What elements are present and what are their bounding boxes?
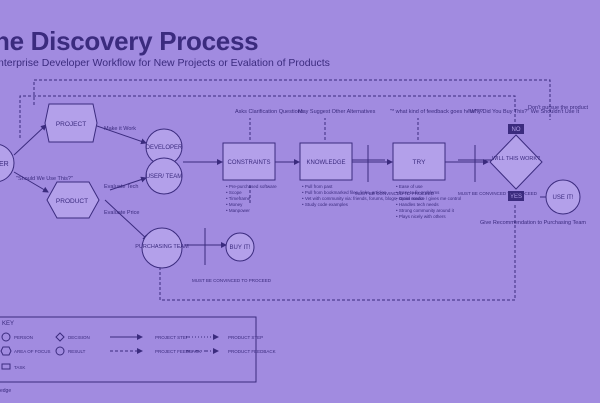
svg-text:• Manpower: • Manpower <box>226 208 250 213</box>
use-it-label: USE IT! <box>552 195 573 201</box>
may-suggest-label: May Suggest Other Alternatives <box>298 109 376 115</box>
user-team-label: USER/ TEAM <box>146 174 183 180</box>
no-badge <box>508 124 524 134</box>
yes-badge <box>508 191 524 201</box>
constraints-label: CONSTRAINTS <box>227 160 270 166</box>
knowledge-task-node <box>299 142 353 181</box>
start-label: ER <box>0 161 9 168</box>
svg-text:• Pre-purchased software: • Pre-purchased software <box>226 184 277 189</box>
key-decision: DECISION <box>68 335 90 340</box>
developer-label: DEVELOPER <box>146 145 183 151</box>
user-team-person-node <box>145 157 183 195</box>
svg-text:• Pull from bookmarked files,: • Pull from bookmarked files, links, art… <box>302 190 387 195</box>
svg-text:• Pull from past: • Pull from past <box>302 184 333 189</box>
area-key-icon <box>0 346 12 356</box>
svg-text:• Vet with community via: frie: • Vet with community via: friends, forum… <box>302 196 424 201</box>
key-product-feedback: PRODUCT FEEDBACK <box>228 349 276 354</box>
purchasing-team-person-node <box>141 227 183 269</box>
svg-text:• Easy to fix problems: • Easy to fix problems <box>396 190 440 195</box>
key-area: AREA OF FOCUS <box>14 349 51 354</box>
key-project-step: PROJECT STEP <box>155 335 189 340</box>
knowledge-list: • Pull from past • Pull from bookmarked … <box>302 184 424 207</box>
buy-it-result-node <box>225 232 255 262</box>
dont-pursue-label: Don't pursue the product <box>528 105 589 111</box>
must-be-convinced-1: MUST BE CONVINCED TO PROCEED <box>355 191 435 196</box>
should-we-use-label: "Should We Use This?" <box>16 176 73 182</box>
ask-clarification-label: Asks Clarification Questions <box>235 109 304 115</box>
key-result: RESULT <box>68 349 86 354</box>
result-key-icon <box>55 346 65 356</box>
product-label: PRODUCT <box>56 198 88 205</box>
svg-text:• Ease of use: • Ease of use <box>396 184 423 189</box>
try-list: • Ease of use • Easy to fix problems • O… <box>396 184 461 219</box>
footer-text: edge <box>0 388 11 394</box>
svg-text:• Open source / gives me contr: • Open source / gives me control <box>396 196 461 201</box>
try-label: TRY <box>413 159 427 166</box>
must-be-convinced-2: MUST BE CONVINCED TO PROCEED <box>458 191 538 196</box>
use-it-result-node <box>545 179 581 215</box>
knowledge-label: KNOWLEDGE <box>306 160 345 166</box>
svg-text:• Plays nicely with others: • Plays nicely with others <box>396 214 446 219</box>
no-label: NO <box>512 127 521 133</box>
key-task: TASK <box>14 365 25 370</box>
feedback-question-label: "* what kind of feedback goes here"?? <box>390 109 483 115</box>
svg-text:• Handles tech needs: • Handles tech needs <box>396 202 439 207</box>
decision-label: WILL THIS WORK? <box>492 156 540 162</box>
person-key-icon <box>1 332 11 342</box>
evaluate-price-label: Evaluate Price <box>104 210 139 216</box>
key-project-feedback: PROJECT FEEDBACK <box>155 349 201 354</box>
key-box <box>0 316 257 383</box>
must-be-convinced-3: MUST BE CONVINCED TO PROCEED <box>192 278 272 283</box>
constraints-task-node <box>222 142 276 181</box>
try-task-node <box>392 142 446 181</box>
page-title: he Discovery Process <box>0 26 259 56</box>
svg-text:• Study code examples: • Study code examples <box>302 202 349 207</box>
key-person: PERSON <box>14 335 33 340</box>
page-subtitle: nterprise Developer Workflow for New Pro… <box>0 57 330 69</box>
make-it-work-label: Make it Work <box>104 126 136 132</box>
svg-text:• Strong community around it: • Strong community around it <box>396 208 455 213</box>
start-person-node <box>0 144 15 182</box>
project-label: PROJECT <box>56 121 86 128</box>
evaluate-tech-label: Evaluate Tech <box>104 184 138 190</box>
product-area-node <box>46 181 100 219</box>
svg-text:• Money: • Money <box>226 202 243 207</box>
buy-it-label: BUY IT! <box>230 245 251 251</box>
project-area-node <box>44 103 98 143</box>
constraints-list: • Pre-purchased software • Scope • Timef… <box>226 184 277 213</box>
key-title: KEY <box>2 321 14 327</box>
purchasing-team-label: PURCHASING TEAM <box>135 244 189 250</box>
yes-label: YES <box>510 194 522 200</box>
will-this-work-decision <box>489 134 543 190</box>
task-key-icon <box>1 363 11 370</box>
why-buy-label: "Why Did You Buy This?" We Shouldn't Use… <box>468 109 580 115</box>
give-recommendation-label: Give Recommendation to Purchasing Team <box>480 220 586 226</box>
decision-key-icon <box>55 332 65 342</box>
svg-text:• Scope: • Scope <box>226 190 242 195</box>
key-product-step: PRODUCT STEP <box>228 335 263 340</box>
svg-text:• Timeframe: • Timeframe <box>226 196 251 201</box>
